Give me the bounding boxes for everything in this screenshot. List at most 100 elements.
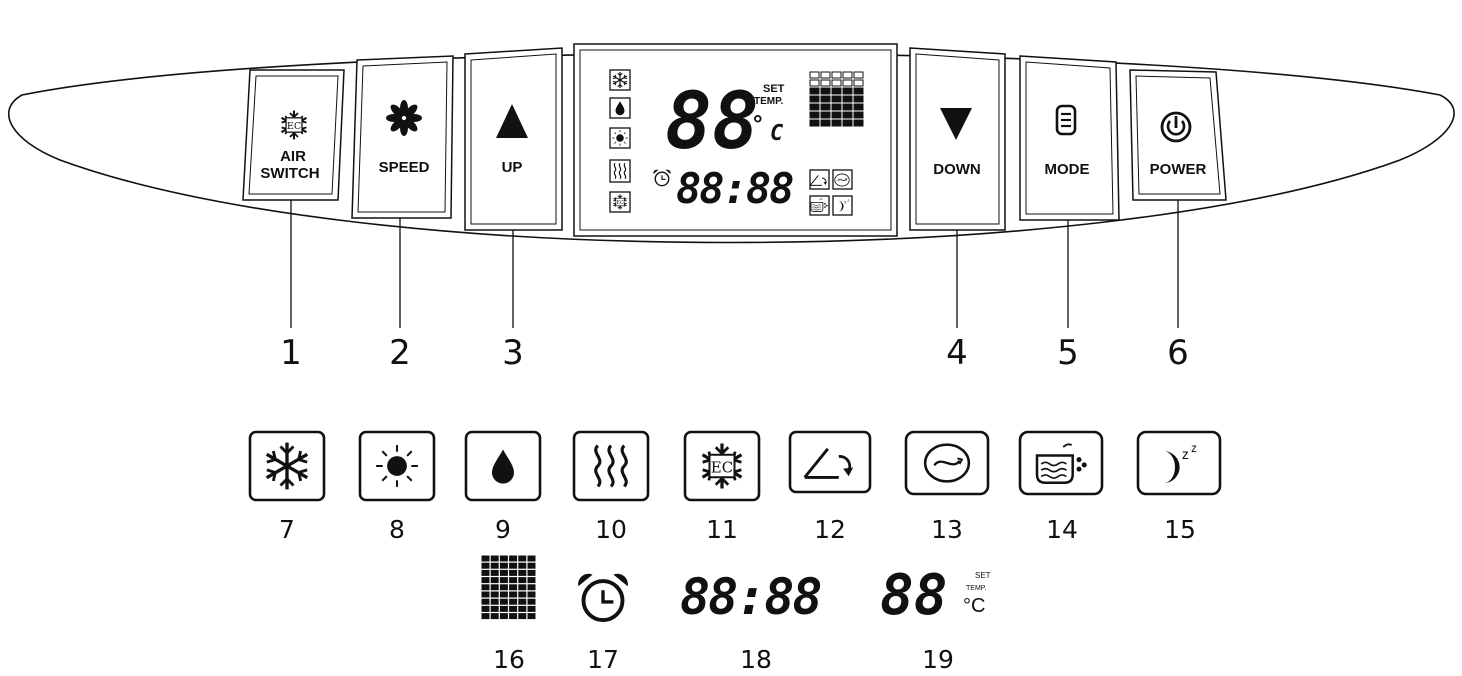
matrix-cell [527, 569, 536, 576]
matrix-cell [820, 79, 831, 87]
legend-number: 14 [1046, 515, 1078, 544]
matrix-cell [518, 605, 527, 612]
matrix-cell [853, 79, 864, 87]
matrix-cell [831, 79, 842, 87]
matrix-cell [809, 79, 820, 87]
matrix-cell [509, 613, 518, 620]
matrix-cell [481, 577, 490, 584]
lcd-time-digits: 88:88 [676, 164, 793, 213]
legend-number: 13 [931, 515, 963, 544]
matrix-cell [831, 111, 842, 119]
power-button[interactable]: POWER [1129, 69, 1227, 201]
matrix-cell [518, 577, 527, 584]
set-label: SET [975, 571, 991, 580]
matrix-cell [481, 562, 490, 569]
down-label: DOWN [933, 161, 981, 178]
matrix-cell [820, 111, 831, 119]
down-button[interactable]: DOWN [909, 47, 1006, 231]
matrix-cell [499, 584, 508, 591]
lcd-set-label: SET [763, 83, 785, 95]
matrix-cell [853, 71, 864, 79]
lcd-temp-digits: 88 [665, 77, 759, 167]
legend-number: 17 [587, 645, 619, 674]
legend-icons: 7 8 9 10 11 12 13 [248, 430, 1222, 544]
matrix-cell [842, 79, 853, 87]
legend-item-18: 88:88 18 [680, 568, 823, 674]
matrix-cell [809, 103, 820, 111]
matrix-cell [499, 591, 508, 598]
matrix-cell [490, 577, 499, 584]
matrix-cell [820, 95, 831, 103]
matrix-cell [490, 555, 499, 562]
mode-button[interactable]: MODE [1019, 55, 1120, 221]
matrix-cell [527, 577, 536, 584]
time-digits-segment: 88:88 [680, 568, 821, 626]
power-icon [1160, 111, 1192, 143]
matrix-cell [499, 555, 508, 562]
matrix-cell [481, 591, 490, 598]
matrix-cell [499, 577, 508, 584]
legend-elements: 16 17 88:88 18 88 SET TEMP. °C 19 [481, 555, 991, 674]
matrix-cell [481, 555, 490, 562]
matrix-cell [509, 605, 518, 612]
matrix-cell [831, 87, 842, 95]
matrix-cell [499, 613, 508, 620]
legend-number: 7 [279, 515, 295, 544]
up-button[interactable]: UP [464, 47, 563, 231]
callout-number: 4 [946, 333, 968, 373]
callout-number: 5 [1057, 333, 1079, 373]
matrix-cell [490, 591, 499, 598]
callouts: 1 2 3 4 5 6 [280, 200, 1189, 373]
matrix-cell [509, 584, 518, 591]
matrix-cell [842, 95, 853, 103]
lcd-unit-letter: C [770, 121, 784, 146]
matrix-cell [481, 569, 490, 576]
callout-number: 6 [1167, 333, 1189, 373]
matrix-cell [527, 598, 536, 605]
matrix-cell [490, 569, 499, 576]
matrix-cell [499, 569, 508, 576]
matrix-cell [499, 605, 508, 612]
air-switch-label-line2: SWITCH [260, 165, 319, 182]
matrix-cell [518, 613, 527, 620]
matrix-cell [518, 569, 527, 576]
matrix-cell [831, 71, 842, 79]
matrix-cell [509, 555, 518, 562]
legend-item-8: 8 [358, 430, 436, 544]
matrix-cell [809, 71, 820, 79]
air-switch-button[interactable]: AIR SWITCH [242, 69, 345, 201]
legend-number: 16 [493, 645, 525, 674]
legend-number: 10 [595, 515, 627, 544]
matrix-cell [518, 598, 527, 605]
legend-number: 15 [1164, 515, 1196, 544]
matrix-cell [481, 584, 490, 591]
legend-item-19: 88 SET TEMP. °C 19 [880, 563, 991, 674]
temp-label: TEMP. [966, 585, 987, 592]
mode-label: MODE [1045, 161, 1090, 178]
speed-button[interactable]: SPEED [351, 55, 454, 219]
matrix-cell [490, 613, 499, 620]
legend-item-11: 11 [683, 430, 761, 544]
triangle-up-icon [496, 104, 528, 138]
legend-item-15: 15 [1136, 430, 1222, 544]
callout-number: 1 [280, 333, 302, 373]
legend-item-9: 9 [464, 430, 542, 544]
legend-number: 18 [740, 645, 772, 674]
matrix-cell [527, 555, 536, 562]
matrix-cell [499, 598, 508, 605]
temp-digits-segment: 88 [880, 563, 947, 628]
matrix-cell [527, 562, 536, 569]
matrix-cell [490, 605, 499, 612]
matrix-cell [481, 605, 490, 612]
matrix-cell [527, 584, 536, 591]
matrix-cell [853, 103, 864, 111]
lcd-sun-icon [611, 129, 629, 147]
matrix-cell [853, 119, 864, 127]
legend-number: 9 [495, 515, 511, 544]
matrix-cell [842, 111, 853, 119]
matrix-cell [820, 119, 831, 127]
legend-item-17: 17 [576, 571, 630, 674]
legend-item-12: 12 [788, 430, 872, 544]
legend-number: 8 [389, 515, 405, 544]
